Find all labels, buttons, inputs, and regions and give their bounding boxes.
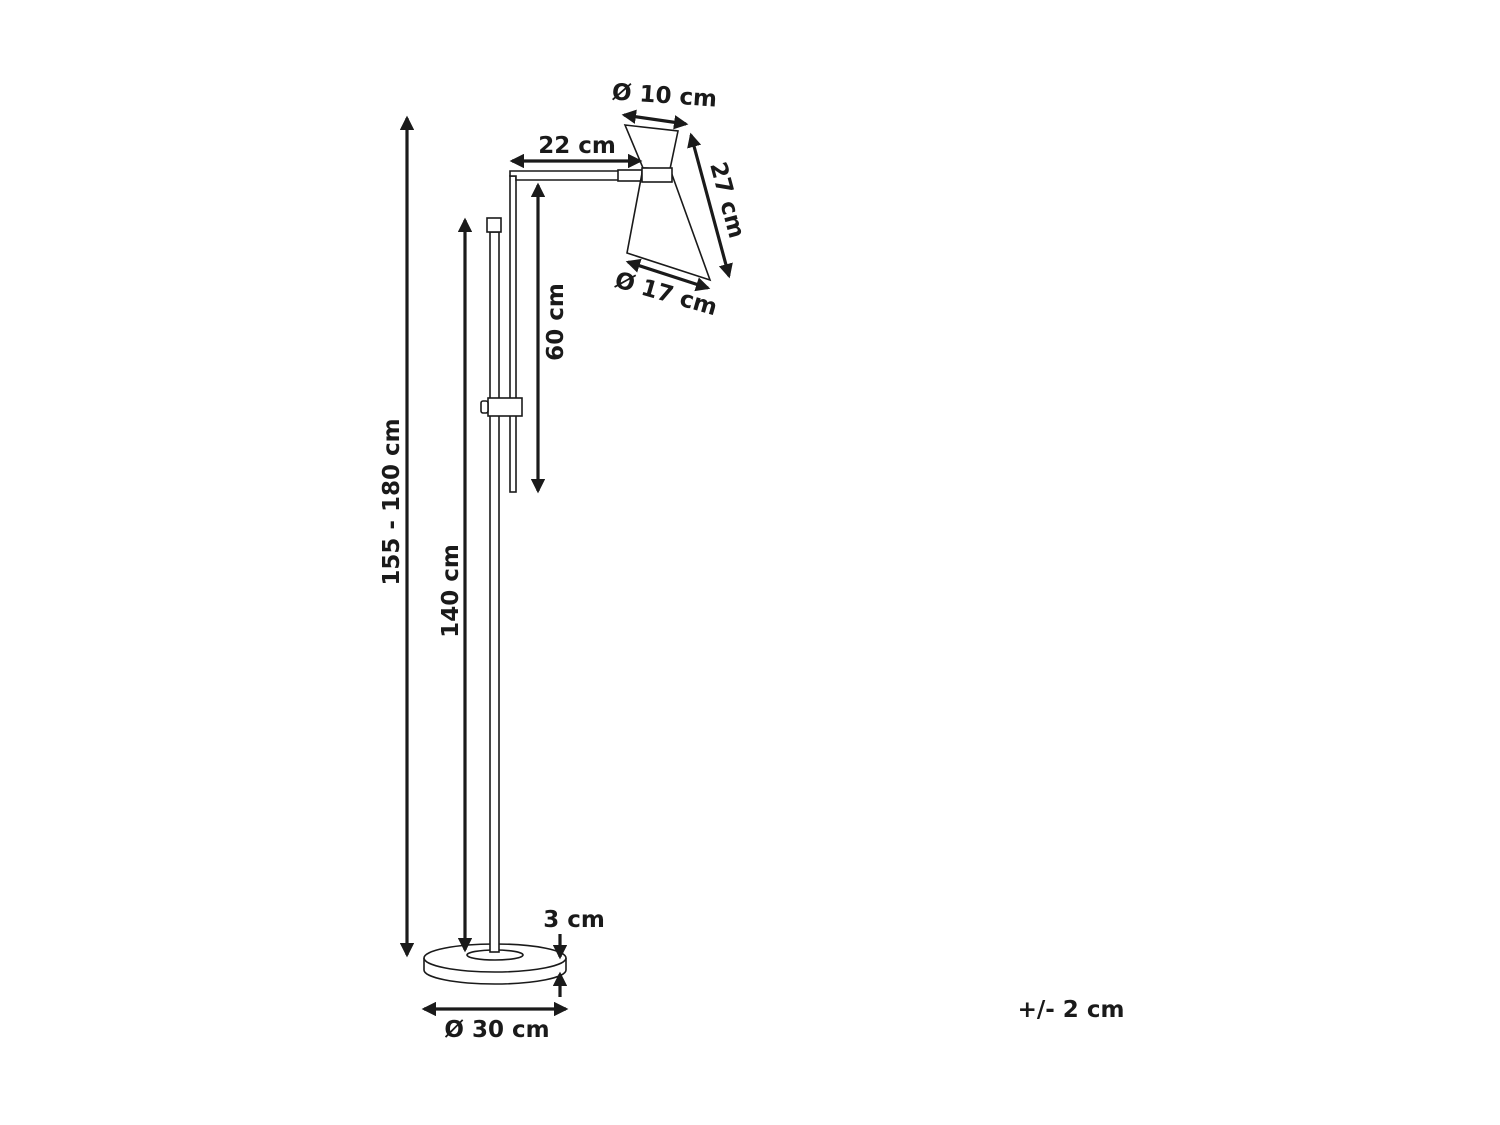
total-height-label: 155 - 180 cm xyxy=(379,418,405,585)
arm-length-label: 22 cm xyxy=(538,133,616,159)
lamp-arm xyxy=(509,169,643,182)
shade-top-diameter-arrow xyxy=(621,109,689,130)
dimension-lines xyxy=(399,109,733,1017)
shade-bottom-diameter-arrow xyxy=(625,258,711,292)
shade-length-arrow xyxy=(687,132,733,279)
pole-cap xyxy=(486,217,502,233)
lamp-drawing xyxy=(423,124,712,985)
base-diameter-label: Ø 30 cm xyxy=(444,1017,549,1043)
tolerance-note: +/- 2 cm xyxy=(1018,997,1125,1023)
shade-top-diameter-label: Ø 10 cm xyxy=(611,79,718,112)
height-clamp xyxy=(480,397,523,417)
base-thickness-label: 3 cm xyxy=(543,907,605,933)
arm-drop-label: 60 cm xyxy=(543,283,569,361)
adjustable-rod xyxy=(509,175,517,493)
shade-length-label: 27 cm xyxy=(704,159,749,241)
dimension-labels: Ø 10 cm 22 cm 27 cm Ø 17 cm 60 cm 155 - … xyxy=(379,79,749,1043)
lamp-pole xyxy=(489,231,500,953)
pole-height-label: 140 cm xyxy=(438,544,464,638)
lamp-shade xyxy=(623,124,712,282)
